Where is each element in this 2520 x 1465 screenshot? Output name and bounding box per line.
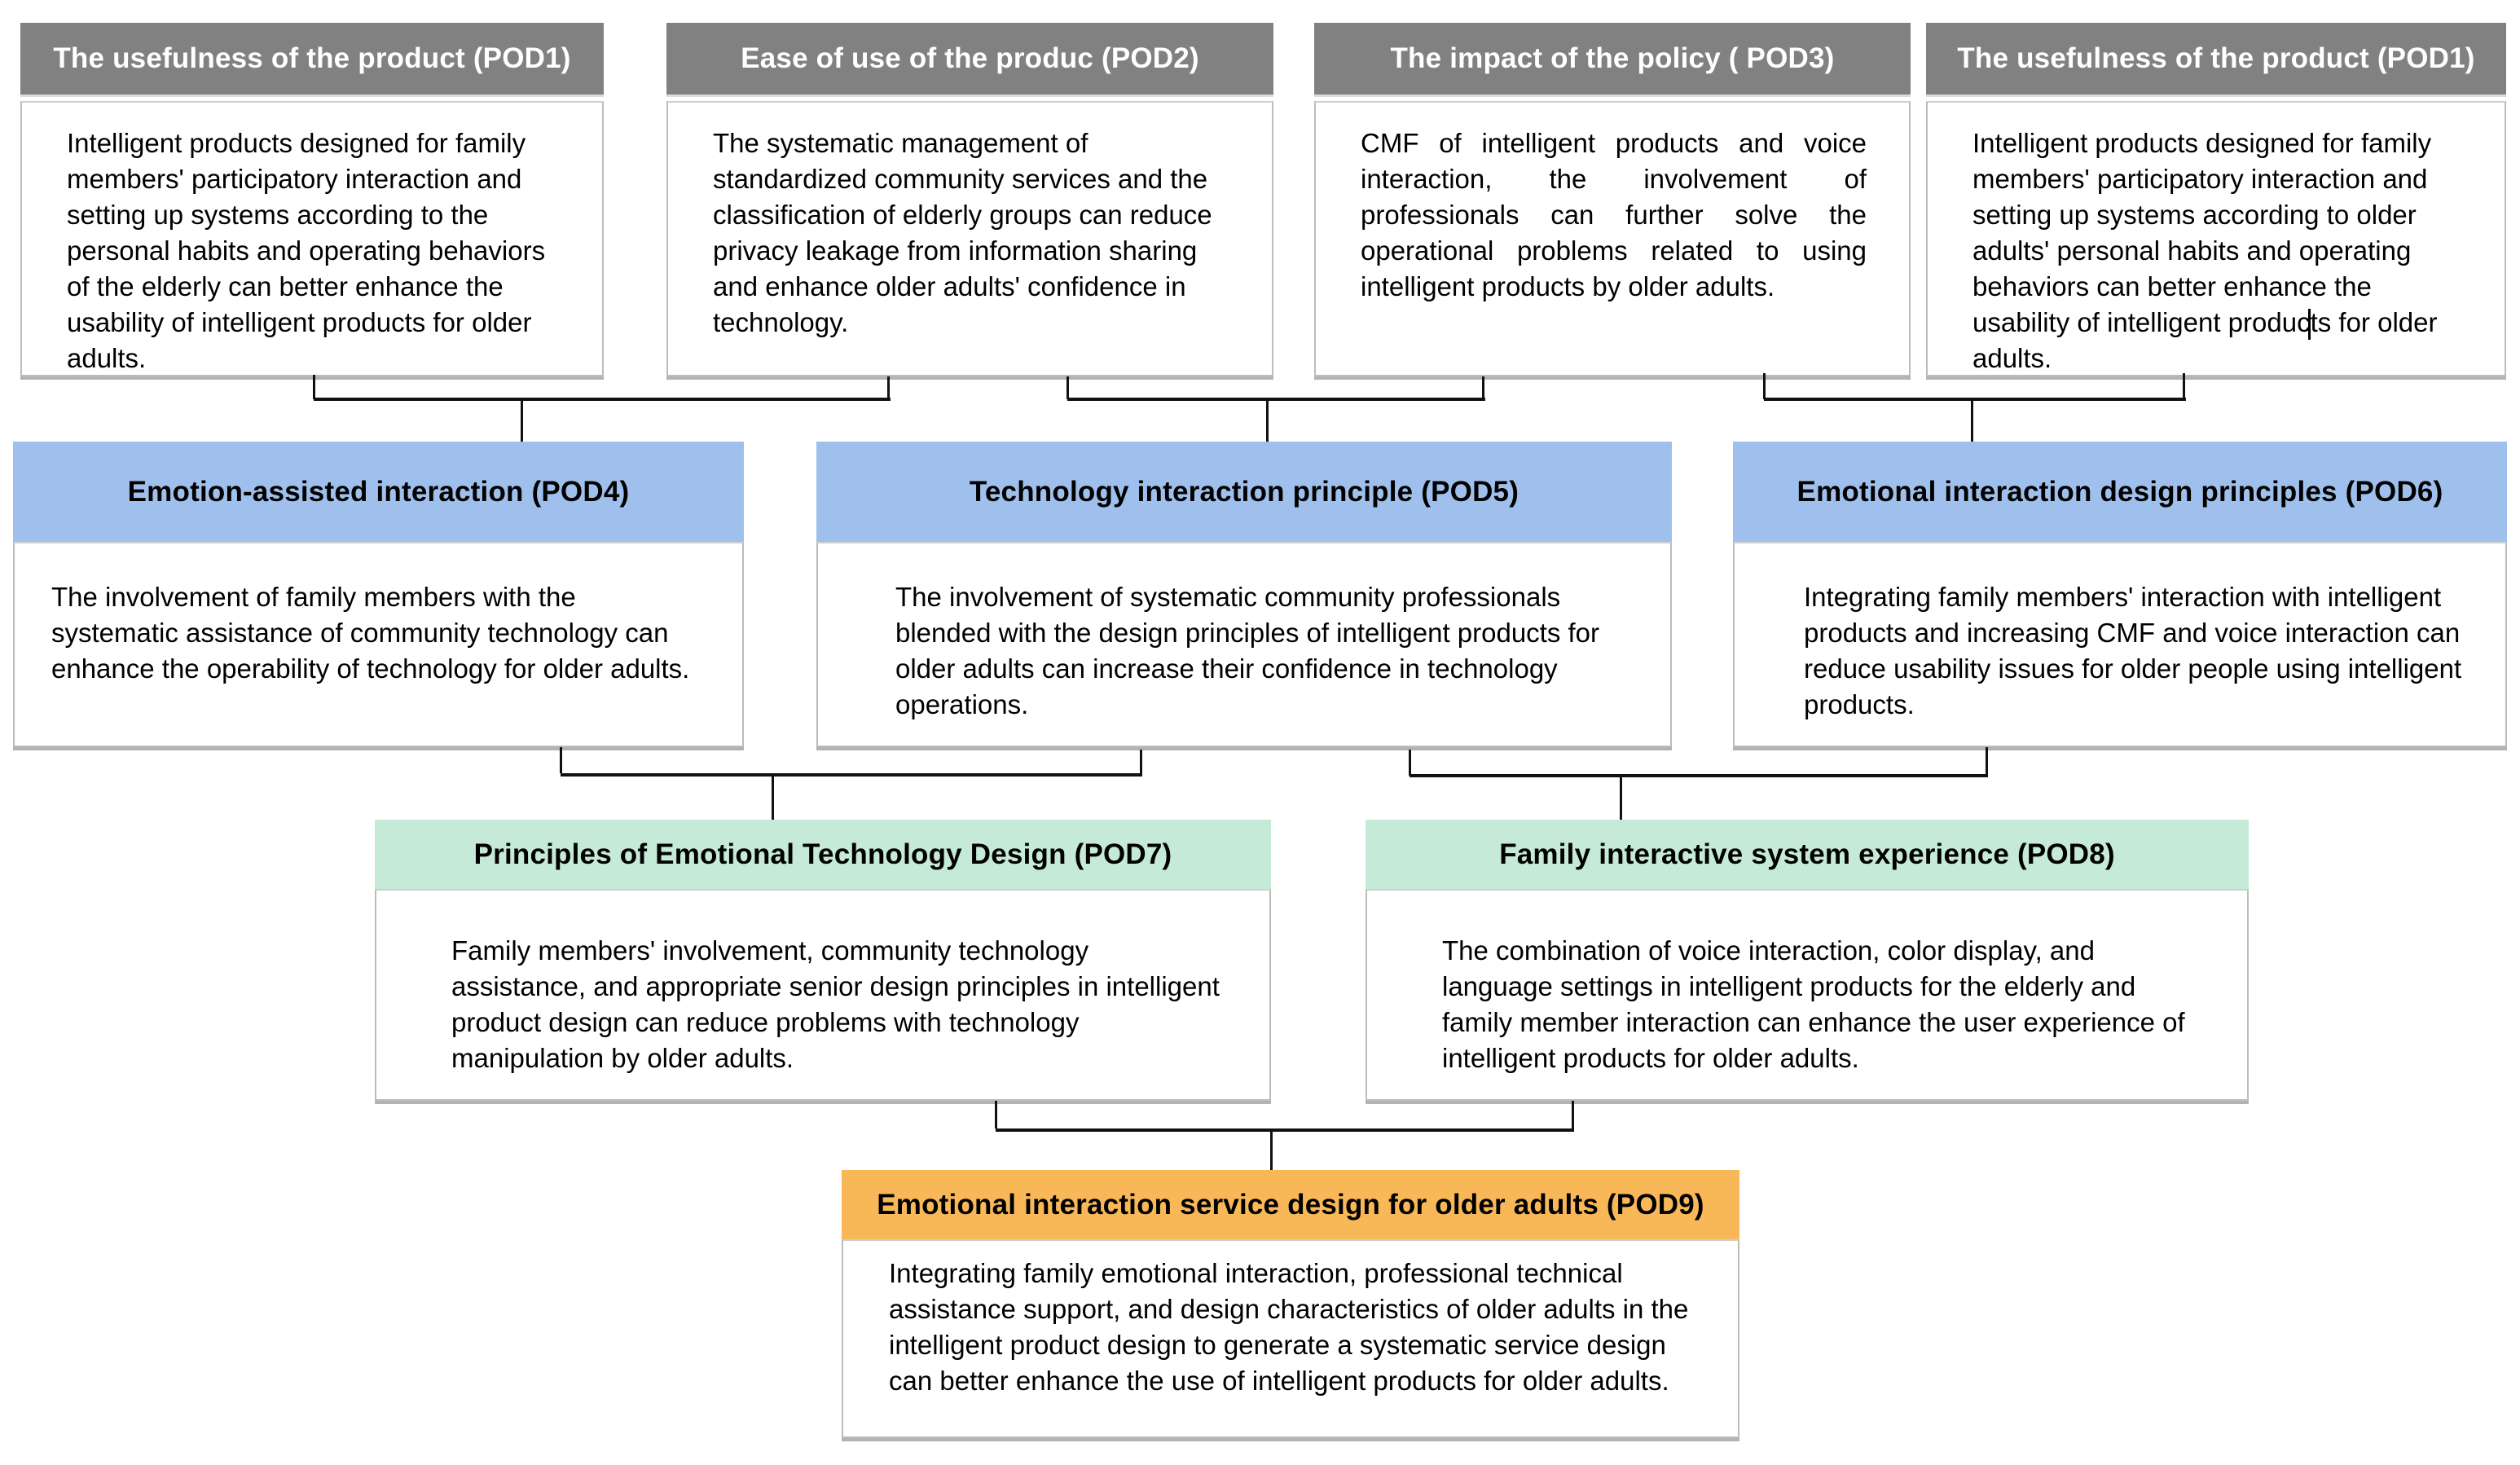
node-pod9-header: Emotional interaction service design for… [842, 1170, 1739, 1239]
node-pod6-header: Emotional interaction design principles … [1733, 442, 2507, 542]
connector-pod5-down-left [1140, 750, 1142, 775]
node-pod3-body: CMF of intelligent products and voice in… [1314, 101, 1911, 376]
node-pod7-body: Family members' involvement, community t… [375, 889, 1271, 1101]
node-pod3-header: The impact of the policy ( POD3) [1314, 23, 1911, 95]
node-pod6-body: Integrating family members' interaction … [1733, 542, 2507, 747]
node-pod1-right-body: Intelligent products designed for family… [1926, 101, 2506, 376]
node-pod5-header: Technology interaction principle (POD5) [816, 442, 1672, 542]
connector-drop-to-pod7 [772, 775, 774, 820]
node-pod1-right-header: The usefulness of the product (POD1) [1926, 23, 2506, 95]
connector-pod8-down [1572, 1101, 1574, 1128]
node-pod3: The impact of the policy ( POD3) CMF of … [1314, 23, 1911, 376]
connector-bus-pod1-pod2 [314, 398, 891, 401]
connector-drop-to-pod8 [1620, 776, 1622, 820]
connector-pod1r-down [2183, 373, 2185, 399]
connector-pod2-down-left [887, 376, 890, 399]
connector-bus-pod2-pod3 [1067, 398, 1485, 401]
connector-drop-to-pod6 [1971, 399, 1973, 442]
node-pod4-body: The involvement of family members with t… [13, 542, 744, 747]
node-pod5-body: The involvement of systematic community … [816, 542, 1672, 747]
connector-drop-to-pod5 [1266, 399, 1269, 442]
connector-bus-pod7-pod8 [996, 1128, 1574, 1132]
connector-bus-pod3-pod1r [1764, 398, 2186, 401]
node-pod5: Technology interaction principle (POD5) … [816, 442, 1672, 747]
connector-pod4-down [560, 747, 562, 773]
connector-pod7-down [995, 1101, 997, 1128]
node-pod2: Ease of use of the produc (POD2) The sys… [666, 23, 1273, 376]
connector-bus-pod4-pod5 [561, 773, 1142, 776]
node-pod8: Family interactive system experience (PO… [1366, 820, 2249, 1101]
connector-drop-to-pod4 [521, 399, 523, 442]
node-pod8-body: The combination of voice interaction, co… [1366, 889, 2249, 1101]
node-pod7-header: Principles of Emotional Technology Desig… [375, 820, 1271, 889]
connector-pod3-down-right [1763, 373, 1766, 399]
node-pod1-right: The usefulness of the product (POD1) Int… [1926, 23, 2506, 376]
connector-pod2-down-right [1066, 376, 1069, 399]
node-pod1-left: The usefulness of the product (POD1) Int… [20, 23, 604, 376]
node-pod1-left-header: The usefulness of the product (POD1) [20, 23, 604, 95]
connector-pod3-down-left [1482, 376, 1484, 399]
node-pod2-body: The systematic management of standardize… [666, 101, 1273, 376]
connector-bus-pod5-pod6 [1410, 774, 1988, 777]
node-pod1-left-body: Intelligent products designed for family… [20, 101, 604, 376]
connector-pod5-down-right [1409, 750, 1411, 776]
node-pod4-header: Emotion-assisted interaction (POD4) [13, 442, 744, 542]
node-pod7: Principles of Emotional Technology Desig… [375, 820, 1271, 1101]
node-pod9: Emotional interaction service design for… [842, 1170, 1739, 1438]
node-pod4: Emotion-assisted interaction (POD4) The … [13, 442, 744, 747]
node-pod6: Emotional interaction design principles … [1733, 442, 2507, 747]
text-cursor-artifact [2308, 309, 2311, 340]
node-pod9-body: Integrating family emotional interaction… [842, 1239, 1739, 1438]
node-pod8-header: Family interactive system experience (PO… [1366, 820, 2249, 889]
connector-pod1-down [313, 375, 315, 399]
node-pod2-header: Ease of use of the produc (POD2) [666, 23, 1273, 95]
connector-drop-to-pod9 [1270, 1132, 1273, 1170]
connector-pod6-down [1986, 747, 1988, 776]
